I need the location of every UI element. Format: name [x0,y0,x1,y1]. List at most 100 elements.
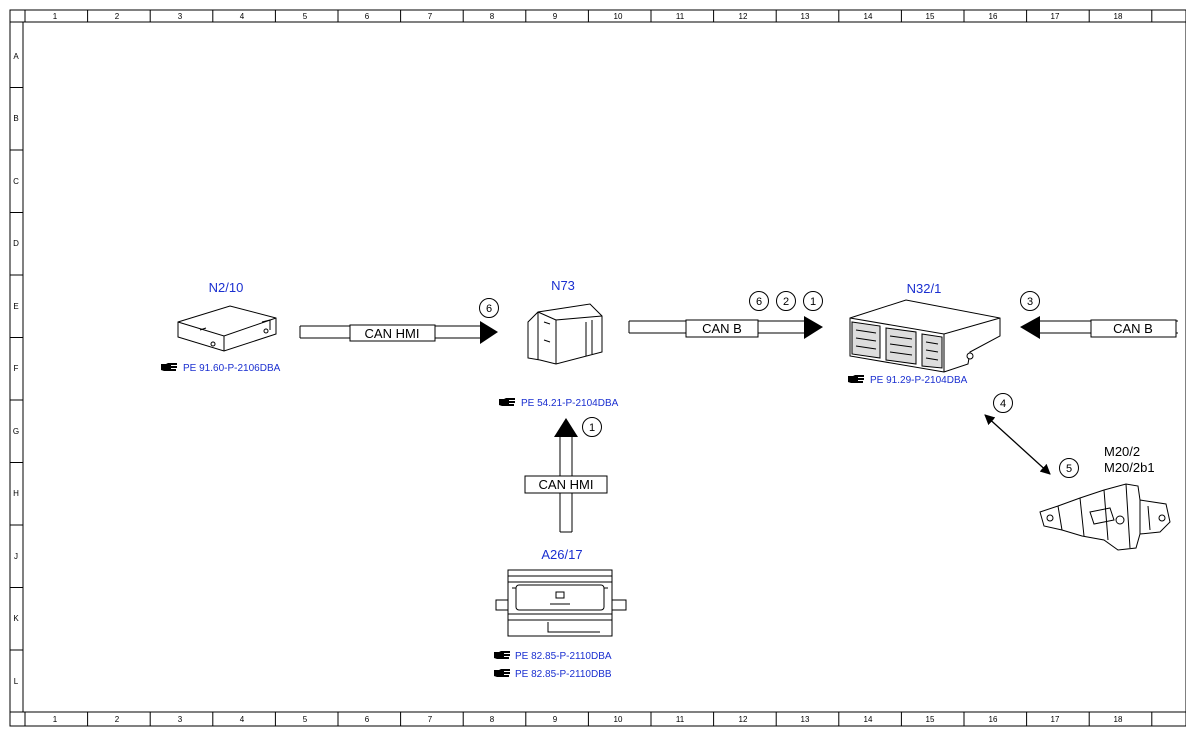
column-numbers-top: 1 2 3 4 5 6 7 8 9 10 11 12 13 14 15 16 1… [53,12,1123,21]
component-n2-10[interactable]: N2/10 PE 91.60-P-2106DBA [161,280,281,374]
row-letters: A B C D E F G H J K L [13,52,19,686]
component-a26-17[interactable]: A26/17 PE 82.85-P-2110DBA PE 82.85-P-211… [494,547,627,680]
link-n32-1-to-m20 [984,414,1051,475]
col-number: 5 [303,12,308,21]
component-label: M20/2b1 [1104,460,1155,475]
col-number: 2 [115,715,120,724]
marker-number: 6 [756,296,762,308]
bus-label: CAN B [1113,321,1153,336]
col-number: 12 [739,715,748,724]
row-letter: B [13,114,18,123]
col-number: 8 [490,12,495,21]
component-label: N2/10 [209,280,244,295]
arrow-left-icon [1020,316,1040,339]
marker-circle: 6 [479,298,499,318]
col-number: 14 [864,12,873,21]
marker-circle: 1 [582,417,602,437]
row-letter: L [14,677,19,686]
col-number: 10 [614,12,623,21]
row-letter: D [13,239,19,248]
row-letter: F [14,364,19,373]
control-unit-n2-10-drawing [177,305,277,352]
col-number: 9 [553,715,558,724]
component-n73[interactable]: N73 PE 54.21-P-2104DBA [499,278,619,409]
col-number: 1 [53,12,58,21]
reference-link[interactable]: PE 54.21-P-2104DBA [521,398,619,409]
marker-circle: 3 [1020,291,1040,311]
pointing-hand-icon [848,375,864,383]
pointing-hand-icon [161,363,177,371]
row-letter: H [13,489,19,498]
row-letter: K [13,614,19,623]
column-ticks [24,10,1153,726]
marker-number: 4 [1000,398,1006,410]
marker-number: 6 [486,303,492,315]
component-label: N73 [551,278,575,293]
col-number: 6 [365,715,370,724]
pointing-hand-icon [494,651,510,659]
row-letter: A [13,52,19,61]
col-number: 3 [178,715,183,724]
steering-column-m20-drawing [1039,483,1171,551]
col-number: 1 [53,715,58,724]
marker-circle: 4 [993,393,1013,413]
bus-can-hmi-left: CAN HMI [299,321,498,344]
component-n32-1[interactable]: N32/1 PE 91.29-P-2104DBA [848,281,1001,386]
control-unit-n73-drawing [527,303,603,365]
drawing-frame [9,9,1186,727]
col-number: 9 [553,12,558,21]
bus-can-b-right: CAN B [1020,316,1178,339]
bus-can-hmi-vertical: CAN HMI [524,418,608,533]
col-number: 18 [1114,715,1123,724]
control-unit-n32-1-drawing [849,299,1001,373]
column-numbers-bottom: 1 2 3 4 5 6 7 8 9 10 11 12 13 14 15 16 1… [53,715,1123,724]
marker-circle: 1 [803,291,823,311]
reference-link[interactable]: PE 82.85-P-2110DBB [515,669,612,680]
col-number: 6 [365,12,370,21]
row-letter: G [13,427,19,436]
col-number: 16 [989,12,998,21]
col-number: 17 [1051,12,1060,21]
arrow-right-icon [480,321,498,344]
row-letter: E [13,302,18,311]
reference-link[interactable]: PE 91.29-P-2104DBA [870,375,968,386]
col-number: 2 [115,12,120,21]
col-number: 10 [614,715,623,724]
marker-number: 1 [810,296,816,308]
component-label: N32/1 [907,281,942,296]
component-label: M20/2 [1104,444,1140,459]
reference-link[interactable]: PE 91.60-P-2106DBA [183,363,281,374]
row-ticks [10,87,23,651]
col-number: 15 [926,715,935,724]
bus-label: CAN HMI [539,477,594,492]
col-number: 14 [864,715,873,724]
marker-number: 1 [589,422,595,434]
component-m20[interactable]: M20/2 M20/2b1 [1039,444,1171,551]
bus-can-b-middle: CAN B [628,316,823,339]
col-number: 4 [240,12,245,21]
bus-label: CAN HMI [365,326,420,341]
col-number: 7 [428,715,433,724]
marker-circle: 5 [1059,458,1079,478]
arrow-up-icon [554,418,578,437]
col-number: 7 [428,12,433,21]
radio-unit-a26-17-drawing [495,569,627,637]
col-number: 11 [676,12,685,21]
row-letter: J [14,552,18,561]
marker-circle: 6 [749,291,769,311]
bus-label: CAN B [702,321,742,336]
reference-link[interactable]: PE 82.85-P-2110DBA [515,651,612,662]
col-number: 4 [240,715,245,724]
col-number: 3 [178,12,183,21]
col-number: 11 [676,715,685,724]
marker-number: 2 [783,296,789,308]
col-number: 5 [303,715,308,724]
marker-number: 3 [1027,296,1033,308]
marker-number: 5 [1066,463,1072,475]
col-number: 17 [1051,715,1060,724]
pointing-hand-icon [499,398,515,406]
marker-circle: 2 [776,291,796,311]
col-number: 15 [926,12,935,21]
col-number: 8 [490,715,495,724]
